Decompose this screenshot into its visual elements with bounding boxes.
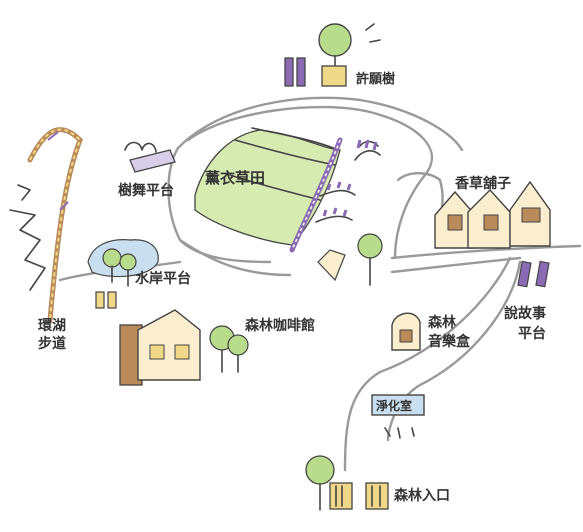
entrance-label: 森林入口 (394, 487, 450, 504)
road-to-entrance-2 (386, 260, 522, 442)
wish-tree-icon (284, 23, 381, 87)
lake-trail-label-1: 環湖 (38, 318, 66, 334)
loop-road-outer (176, 96, 464, 152)
vanilla-shop-label: 香草舖子 (454, 175, 511, 192)
restroom-sign-icon (371, 394, 425, 439)
restroom-label: 淨化室 (375, 398, 412, 413)
meadow-label: 薰衣草田 (205, 169, 265, 187)
tree-dance-platform-icon (124, 141, 176, 173)
forest-cafe-house-icon (119, 309, 249, 386)
loop-road-bottom (178, 238, 292, 277)
wish-tree-label: 許願樹 (356, 71, 395, 87)
story-chairs-icon (517, 260, 550, 288)
story-platform-label-2: 平台 (518, 325, 546, 342)
music-box-label-1: 森林 (428, 314, 456, 331)
lavender-rows (315, 139, 381, 223)
waterside-platform-icon (87, 239, 159, 309)
road-to-entrance (343, 256, 512, 472)
music-box-hut-icon (391, 312, 421, 351)
lake-trail-icon (9, 127, 83, 323)
forest-cafe-label: 森林咖啡館 (245, 317, 315, 334)
lake-trail-label-2: 步道 (38, 335, 66, 352)
tree-dance-platform-label: 樹舞平台 (118, 182, 174, 199)
meadow-field-icon (194, 127, 343, 253)
vanilla-shop-houses-icon (434, 180, 551, 249)
loop-road-inner (186, 105, 433, 260)
road-right-branch (390, 244, 582, 260)
music-box-label-2: 音樂盒 (428, 333, 471, 350)
road-right-branch-2 (390, 256, 522, 274)
entrance-gate-icon (305, 455, 389, 511)
central-bench-icon (317, 233, 383, 286)
road-network (58, 96, 582, 472)
waterside-platform-label: 水岸平台 (135, 270, 191, 287)
story-platform-label-1: 說故事 (504, 305, 546, 322)
